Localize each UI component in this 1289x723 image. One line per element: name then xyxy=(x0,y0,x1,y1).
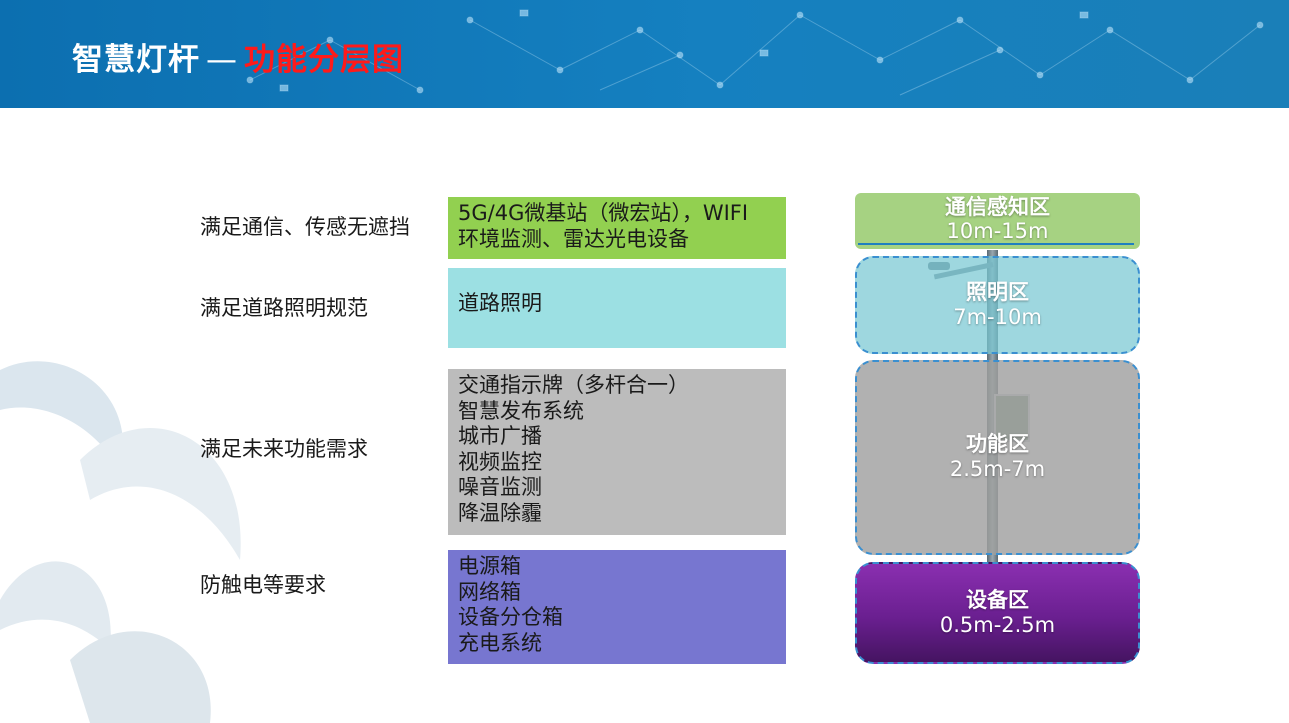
function-box-lighting: 道路照明 xyxy=(448,268,786,348)
zone-divider-line xyxy=(858,243,1134,245)
zone-lighting: 照明区 7m-10m xyxy=(855,256,1140,354)
function-line: 网络箱 xyxy=(458,579,521,604)
function-box-future: 交通指示牌（多杆合一） 智慧发布系统 城市广播 视频监控 噪音监测 降温除霾 xyxy=(448,369,786,535)
zone-range: 10m-15m xyxy=(946,219,1049,243)
function-line: 视频监控 xyxy=(458,449,542,474)
function-line: 道路照明 xyxy=(458,291,542,315)
function-line: 城市广播 xyxy=(458,424,542,448)
requirement-future: 满足未来功能需求 xyxy=(200,437,368,461)
zone-range: 7m-10m xyxy=(953,305,1042,329)
header-banner: 智慧灯杆—功能分层图 xyxy=(0,0,1289,108)
zone-range: 2.5m-7m xyxy=(949,457,1046,481)
zone-function: 功能区 2.5m-7m xyxy=(855,360,1140,555)
zone-comm-sensing: 通信感知区 10m-15m xyxy=(855,193,1140,249)
function-line: 智慧发布系统 xyxy=(458,398,584,423)
zone-range: 0.5m-2.5m xyxy=(939,613,1056,637)
decorative-petals xyxy=(0,361,241,723)
title-subtitle: 功能分层图 xyxy=(244,42,404,78)
function-box-device: 电源箱 网络箱 设备分仓箱 充电系统 xyxy=(448,550,786,664)
page-title: 智慧灯杆—功能分层图 xyxy=(72,34,404,79)
requirement-comm: 满足通信、传感无遮挡 xyxy=(200,215,410,239)
title-main: 智慧灯杆 xyxy=(72,42,200,78)
zone-name: 功能区 xyxy=(966,432,1029,456)
function-line: 环境监测、雷达光电设备 xyxy=(458,226,689,251)
zone-name: 设备区 xyxy=(966,588,1029,612)
function-line: 交通指示牌（多杆合一） xyxy=(458,373,689,397)
title-dash: — xyxy=(206,42,238,78)
network-pattern xyxy=(246,9,1264,96)
function-line: 5G/4G微基站（微宏站），WIFI xyxy=(458,201,749,225)
function-line: 噪音监测 xyxy=(458,475,542,499)
requirement-safety: 防触电等要求 xyxy=(200,573,326,597)
zone-device: 设备区 0.5m-2.5m xyxy=(855,562,1140,664)
zone-name: 通信感知区 xyxy=(945,195,1050,219)
zone-name: 照明区 xyxy=(966,280,1029,304)
function-line: 设备分仓箱 xyxy=(458,605,563,629)
function-line: 充电系统 xyxy=(458,630,542,655)
function-line: 降温除霾 xyxy=(458,500,542,525)
function-line: 电源箱 xyxy=(458,554,521,578)
requirement-lighting: 满足道路照明规范 xyxy=(200,296,368,320)
function-box-comm: 5G/4G微基站（微宏站），WIFI 环境监测、雷达光电设备 xyxy=(448,197,786,259)
